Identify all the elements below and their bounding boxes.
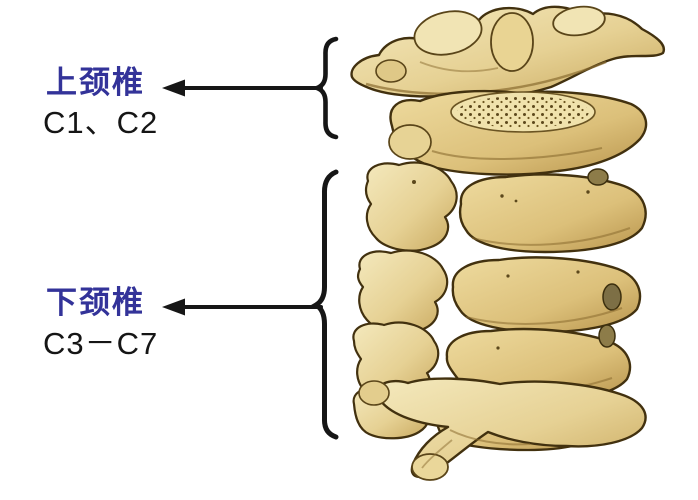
upper-arrow (162, 79, 323, 97)
dens-porous-texture (450, 91, 596, 133)
lower-cervical-range: C3－C7 (43, 326, 159, 361)
upper-cervical-range: C1、C2 (43, 105, 159, 140)
lower-arrow (162, 298, 323, 316)
annotation-marks (162, 36, 339, 440)
lower-brace (311, 169, 339, 440)
vertebra-c7 (358, 377, 647, 481)
vertebra-c1 (350, 5, 666, 98)
c7-spinous-process-tip (411, 453, 449, 481)
vertebra-c4 (356, 249, 642, 335)
upper-cervical-label: 上颈椎 (46, 65, 145, 100)
spine-figure (350, 5, 666, 481)
vertebra-c3 (364, 161, 647, 254)
lower-cervical-label: 下颈椎 (46, 285, 145, 320)
vertebra-c2 (388, 89, 648, 176)
